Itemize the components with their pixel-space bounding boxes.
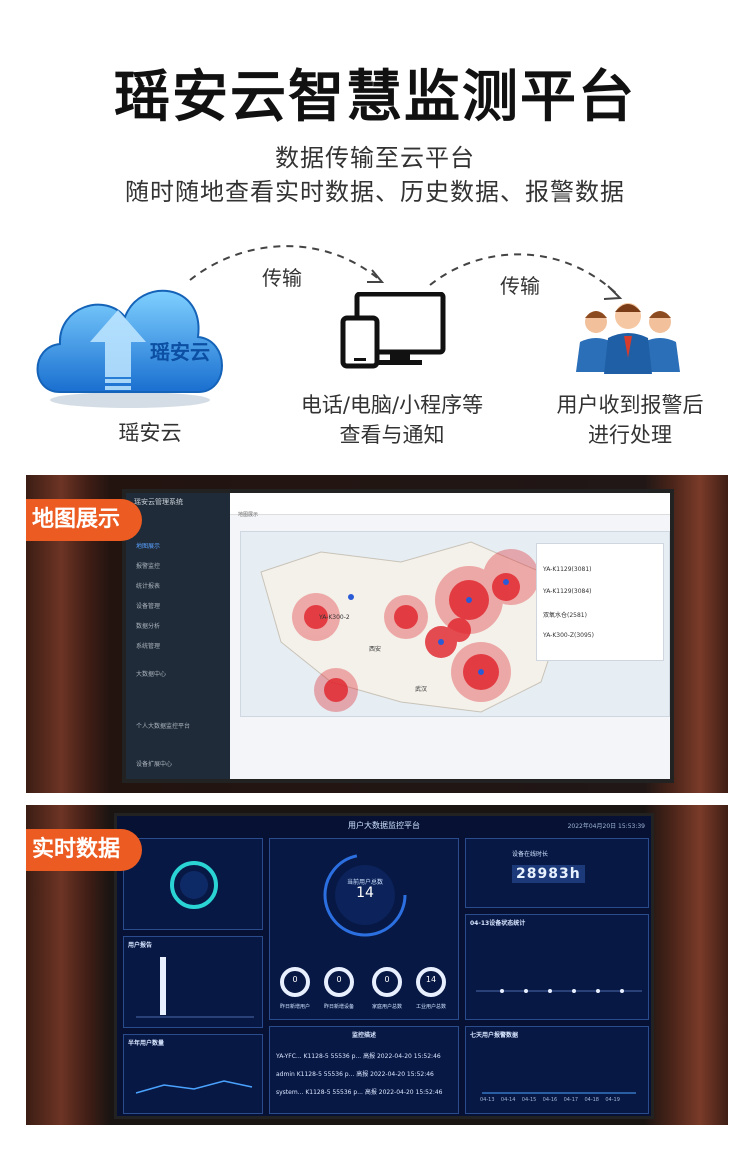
admin-sidebar: 瑶安云管理系统 地图展示 报警监控 统计报表 设备管理 数据分析 系统管理 大数… <box>126 493 230 779</box>
date-axis: 04-13 04-14 04-15 04-16 04-17 04-18 04-1… <box>480 1097 620 1103</box>
monitor-row-2: system... K1128-5 55536 p... 高报 2022-04-… <box>276 1089 443 1096</box>
map-screen: 瑶安云管理系统 地图展示 报警监控 统计报表 设备管理 数据分析 系统管理 大数… <box>122 489 674 783</box>
app-title: 瑶安云管理系统 <box>134 498 183 506</box>
dashboard-timestamp: 2022年04月20日 15:53:39 <box>567 823 645 830</box>
arrow-label-2: 传输 <box>500 274 540 298</box>
dashboard-screen: 用户大数据监控平台 2022年04月20日 15:53:39 用户报告 半年用户… <box>114 813 654 1119</box>
menu-item-3[interactable]: 设备管理 <box>136 603 161 610</box>
panel-user-report: 用户报告 <box>123 936 263 1028</box>
device-item-3[interactable]: YA-K300-Z(3095) <box>543 632 594 639</box>
devices-icon <box>340 292 446 369</box>
menu-item-2[interactable]: 统计报表 <box>136 583 161 590</box>
users-icon <box>576 303 680 374</box>
map-label-2: 武汉 <box>415 686 428 693</box>
panel-device-stats: 04-13设备状态统计 <box>465 914 649 1020</box>
flow-arrows <box>189 245 623 300</box>
gauge-2: 0 家庭用户总数 <box>370 965 404 1010</box>
menu-item-5[interactable]: 系统管理 <box>136 643 161 650</box>
tab-map[interactable]: 地图展示 <box>238 512 259 518</box>
device-caption: 电话/电脑/小程序等 查看与通知 <box>300 393 484 447</box>
current-users-label: 当前用户总数 <box>346 879 383 886</box>
page-title: 瑶安云智慧监测平台 <box>114 65 636 130</box>
arrow-label-1: 传输 <box>262 266 302 290</box>
device-item-0[interactable]: YA-K1129(3081) <box>543 566 592 573</box>
dashboard-title: 用户大数据监控平台 <box>348 821 420 830</box>
gauge-0: 0 昨日新增用户 <box>278 965 312 1010</box>
online-hours-counter: 28983h <box>512 865 585 883</box>
cloud-badge: 瑶安云 <box>150 340 210 364</box>
device-item-1[interactable]: YA-K1129(3084) <box>543 588 592 595</box>
menu-item-0[interactable]: 地图展示 <box>136 543 161 550</box>
admin-header: 地图展示 <box>230 493 670 518</box>
gauge-1: 0 昨日新增设备 <box>322 965 356 1010</box>
menu-item-4[interactable]: 数据分析 <box>136 623 161 630</box>
panel-user-overview: 当前用户总数 14 0 昨日新增用户 0 昨日新增设备 0 家庭用户总数 14 … <box>269 838 459 1020</box>
cloud-icon <box>36 289 223 408</box>
menu-item-6[interactable]: 大数据中心 <box>136 671 167 678</box>
subtitle-line-1: 数据传输至云平台 <box>275 144 475 172</box>
subtitle-line-2: 随时随地查看实时数据、历史数据、报警数据 <box>125 178 625 206</box>
map-label-1: 西安 <box>369 646 382 653</box>
panel-monitor: 监控描述 YA-YFC... K1128-5 55536 p... 高报 202… <box>269 1026 459 1114</box>
realtime-data-photo: 实时数据 用户大数据监控平台 2022年04月20日 15:53:39 用户报告… <box>26 805 728 1125</box>
map-display-tag: 地图展示 <box>26 499 143 541</box>
gauge-3: 14 工业用户总数 <box>414 965 448 1010</box>
menu-item-7[interactable]: 个人大数据监控平台 <box>136 723 191 730</box>
device-list-popup: YA-K1129(3081) YA-K1129(3084) 双氧水仓(2581)… <box>536 543 664 661</box>
realtime-data-tag: 实时数据 <box>26 829 143 871</box>
cloud-caption: 瑶安云 <box>118 421 182 445</box>
china-map <box>260 541 562 713</box>
menu-item-8[interactable]: 设备扩展中心 <box>136 761 173 768</box>
panel-half-year: 半年用户数量 <box>123 1034 263 1114</box>
online-hours-label: 设备在线时长 <box>512 851 549 858</box>
panel-seven-days: 七天用户报警数据 04-13 04-14 04-15 04-16 04-17 0… <box>465 1026 649 1114</box>
panel-data-source <box>123 838 263 930</box>
panel-online-hours: 设备在线时长 28983h <box>465 838 649 908</box>
device-item-2[interactable]: 双氧水仓(2581) <box>543 612 587 619</box>
current-users-value: 14 <box>356 885 374 901</box>
map-display-photo: 地图展示 瑶安云管理系统 地图展示 报警监控 统计报表 设备管理 数据分析 系统… <box>26 475 728 793</box>
user-caption: 用户收到报警后 进行处理 <box>556 393 704 447</box>
arrow-device-to-users <box>429 253 619 296</box>
menu-item-1[interactable]: 报警监控 <box>136 563 161 570</box>
monitor-row-1: admin K1128-5 55536 p... 高报 2022-04-20 1… <box>276 1071 434 1078</box>
map-label-0: YA-K300-2 <box>319 614 350 621</box>
monitor-row-0: YA-YFC... K1128-5 55536 p... 高报 2022-04-… <box>276 1053 441 1060</box>
